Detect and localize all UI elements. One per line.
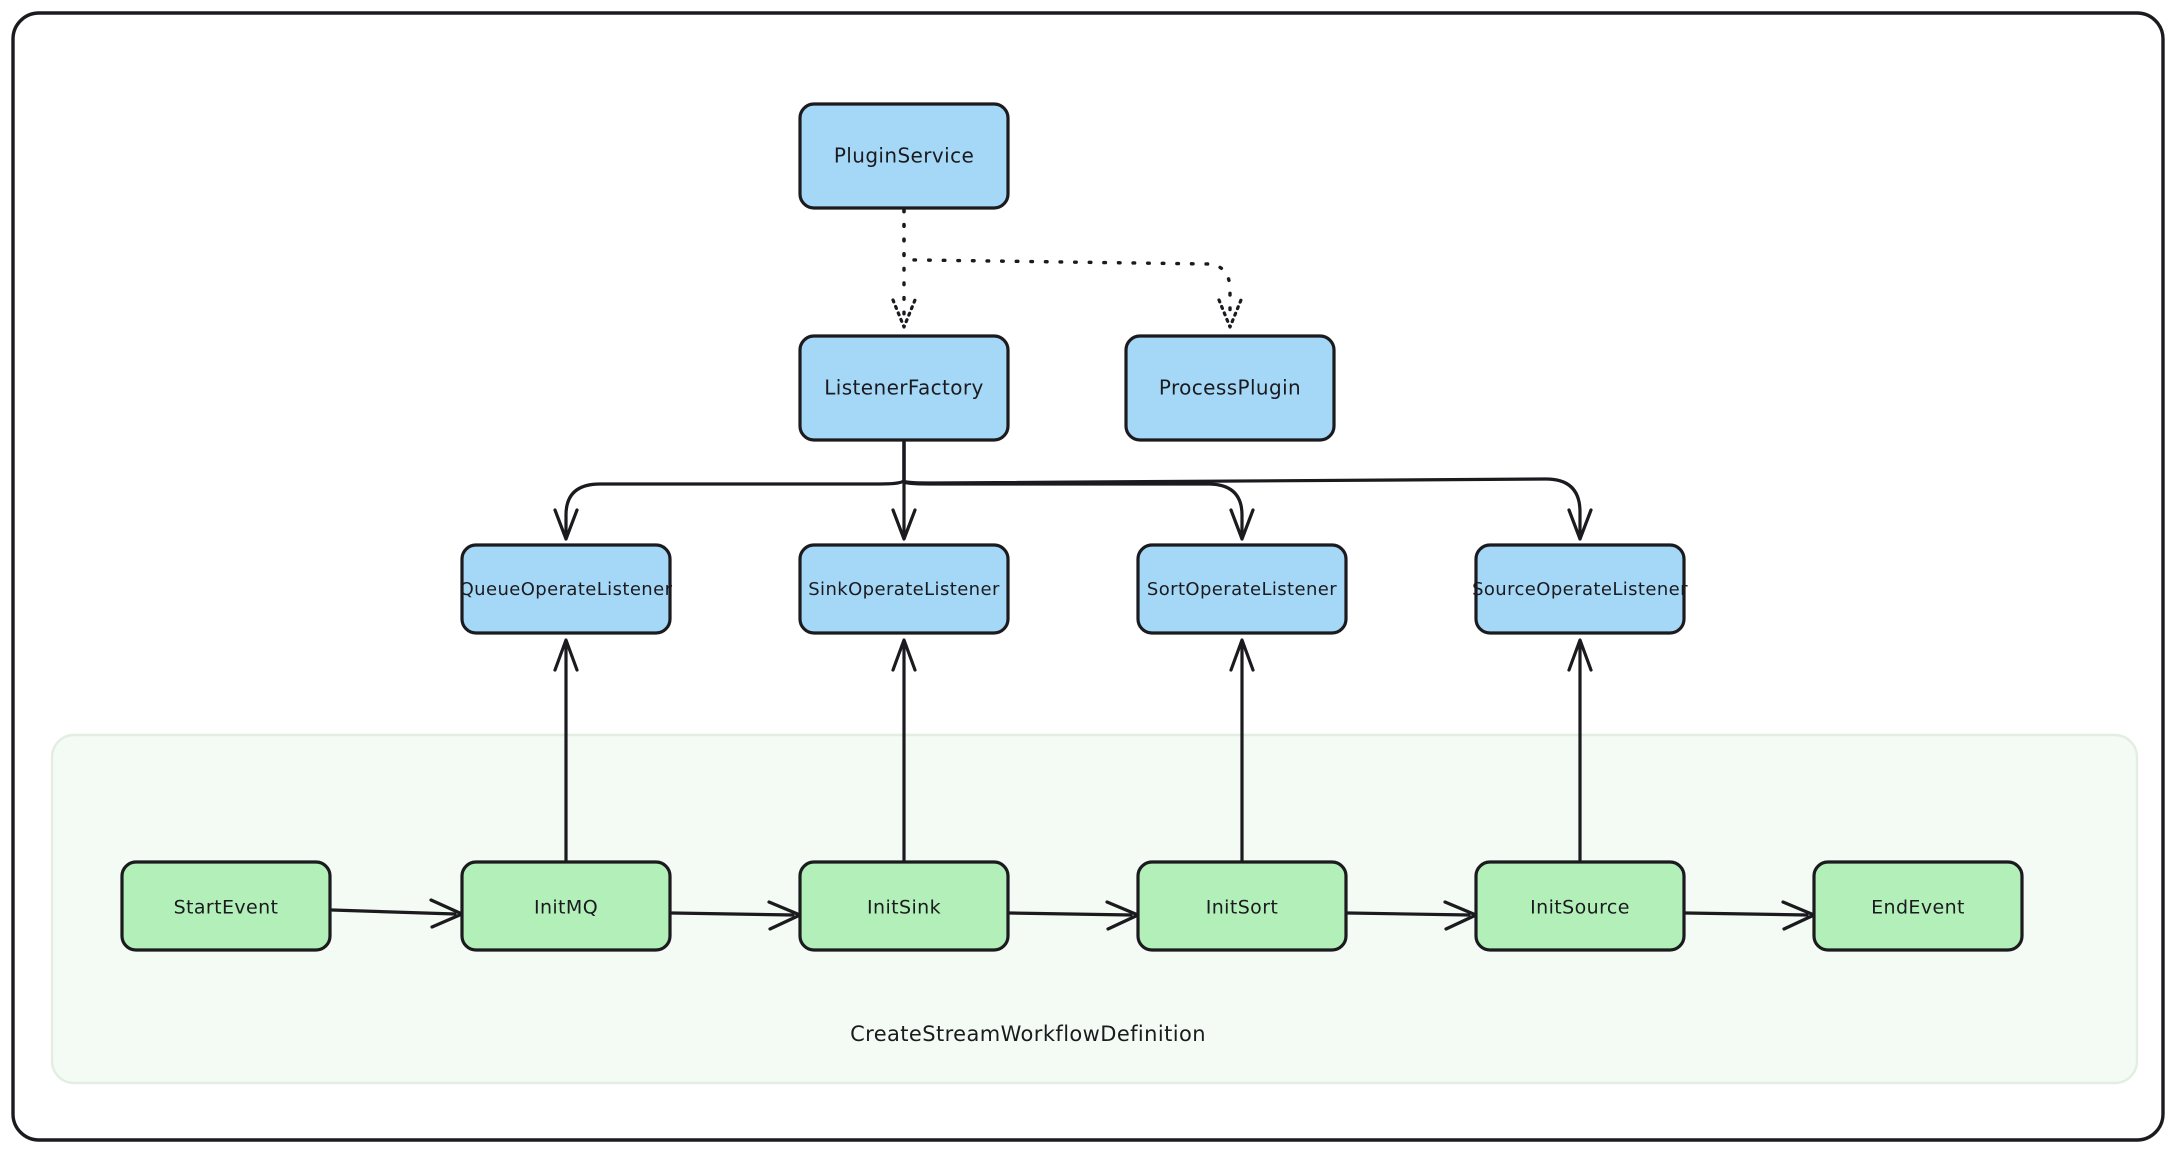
edge-init-sort-to-sort-operate-listener bbox=[1229, 638, 1255, 862]
edge-listener-factory-to-sort-operate-listener bbox=[902, 440, 1255, 541]
edge-init-source-to-source-operate-listener bbox=[1567, 638, 1593, 862]
edge-init-sink-to-sink-operate-listener bbox=[891, 638, 917, 862]
node-init-sort[interactable]: InitSort bbox=[1136, 860, 1348, 952]
node-queue-operate-listener-label: QueueOperateListener bbox=[460, 579, 673, 600]
node-process-plugin-label: ProcessPlugin bbox=[1159, 376, 1301, 400]
node-sink-operate-listener-label: SinkOperateListener bbox=[808, 579, 1000, 600]
node-init-sort-rect[interactable] bbox=[1136, 860, 1348, 952]
node-queue-operate-listener[interactable]: QueueOperateListener bbox=[460, 543, 673, 635]
node-source-operate-listener-rect[interactable] bbox=[1474, 543, 1686, 635]
edges-layer bbox=[330, 208, 1816, 931]
node-listener-factory-rect[interactable] bbox=[798, 334, 1010, 442]
node-sort-operate-listener-rect[interactable] bbox=[1136, 543, 1348, 635]
node-sink-operate-listener-rect[interactable] bbox=[798, 543, 1010, 635]
node-sort-operate-listener-label: SortOperateListener bbox=[1147, 579, 1337, 600]
node-process-plugin[interactable]: ProcessPlugin bbox=[1124, 334, 1336, 442]
node-init-source-label: InitSource bbox=[1530, 897, 1630, 919]
node-plugin-service-label: PluginService bbox=[834, 144, 974, 168]
node-start-event[interactable]: StartEvent bbox=[120, 860, 332, 952]
edge-init-mq-to-queue-operate-listener bbox=[553, 638, 579, 862]
node-init-sort-label: InitSort bbox=[1206, 897, 1279, 919]
node-plugin-service-rect[interactable] bbox=[798, 102, 1010, 210]
node-start-event-rect[interactable] bbox=[120, 860, 332, 952]
node-listener-factory-label: ListenerFactory bbox=[824, 376, 984, 400]
node-sink-operate-listener[interactable]: SinkOperateListener bbox=[798, 543, 1010, 635]
node-listener-factory[interactable]: ListenerFactory bbox=[798, 334, 1010, 442]
node-init-sink-rect[interactable] bbox=[798, 860, 1010, 952]
node-queue-operate-listener-rect[interactable] bbox=[460, 543, 672, 635]
node-start-event-label: StartEvent bbox=[174, 897, 279, 919]
group-label: CreateStreamWorkflowDefinition bbox=[850, 1022, 1206, 1046]
edge-plugin-service-to-process-plugin bbox=[902, 208, 1243, 329]
node-sort-operate-listener[interactable]: SortOperateListener bbox=[1136, 543, 1348, 635]
node-end-event-label: EndEvent bbox=[1871, 897, 1965, 919]
node-init-mq-label: InitMQ bbox=[534, 897, 598, 919]
edge-plugin-service-to-listener-factory bbox=[891, 208, 917, 329]
create-stream-workflow-definition-group bbox=[50, 733, 2139, 1085]
node-init-sink-label: InitSink bbox=[867, 897, 941, 919]
node-init-source-rect[interactable] bbox=[1474, 860, 1686, 952]
node-source-operate-listener[interactable]: SourceOperateListener bbox=[1472, 543, 1688, 635]
node-init-mq[interactable]: InitMQ bbox=[460, 860, 672, 952]
node-end-event-rect[interactable] bbox=[1812, 860, 2024, 952]
node-process-plugin-rect[interactable] bbox=[1124, 334, 1336, 442]
node-source-operate-listener-label: SourceOperateListener bbox=[1472, 579, 1688, 600]
edge-listener-factory-to-queue-operate-listener bbox=[553, 440, 906, 541]
node-end-event[interactable]: EndEvent bbox=[1812, 860, 2024, 952]
diagram-frame bbox=[11, 11, 2165, 1142]
edge-listener-factory-to-source-operate-listener bbox=[902, 440, 1593, 541]
node-init-sink[interactable]: InitSink bbox=[798, 860, 1010, 952]
node-init-source[interactable]: InitSource bbox=[1474, 860, 1686, 952]
node-init-mq-rect[interactable] bbox=[460, 860, 672, 952]
node-plugin-service[interactable]: PluginService bbox=[798, 102, 1010, 210]
nodes-layer: PluginService ListenerFactory ProcessPlu… bbox=[120, 102, 2024, 952]
